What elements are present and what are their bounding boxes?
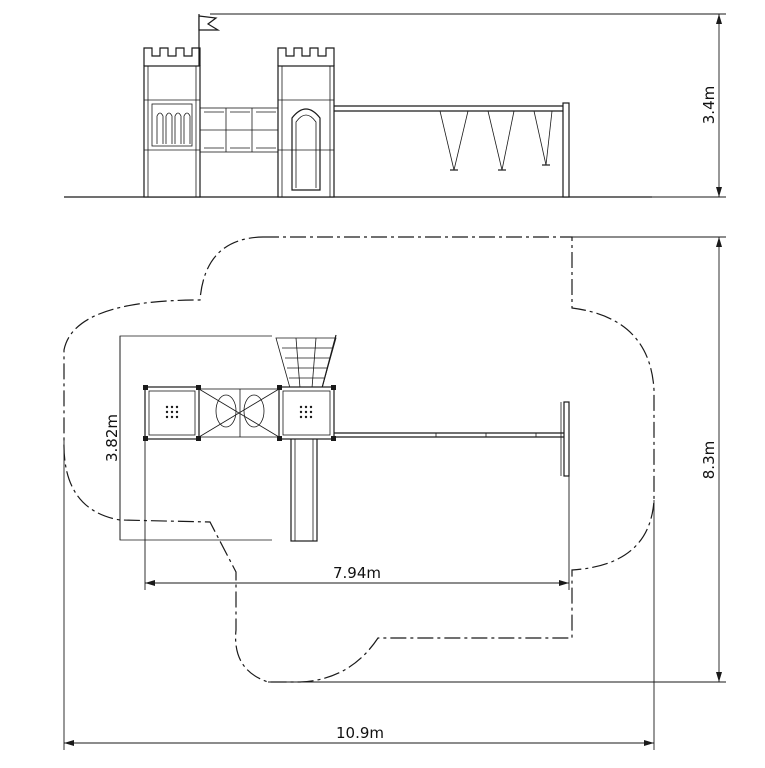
equipment-length-label: 7.94m [333,564,381,582]
left-tower-deck [143,385,201,441]
right-tower [277,47,335,198]
swing-beam-plan [334,401,570,477]
climbing-ladder [275,334,337,389]
overall-width-label: 10.9m [336,724,384,742]
height-label: 3.4m [700,86,718,124]
right-tower-deck [277,385,336,441]
depth-dimension [268,236,726,683]
elevation-view: 3.4m [64,13,726,198]
left-tower [143,14,221,198]
height-dimension [210,13,726,198]
length-dimension [144,439,570,590]
bridge-plan [198,388,280,438]
plan-view: 3.82m 7.94m 8.3m 10.9m [63,236,726,750]
bridge [199,107,279,153]
overall-width-dimension [63,440,655,750]
safety-zone-outline [63,236,655,683]
depth-label: 8.3m [700,441,718,479]
swing-frame [334,102,570,198]
equipment-width-label: 3.82m [103,414,121,462]
slide-plan [290,436,318,542]
